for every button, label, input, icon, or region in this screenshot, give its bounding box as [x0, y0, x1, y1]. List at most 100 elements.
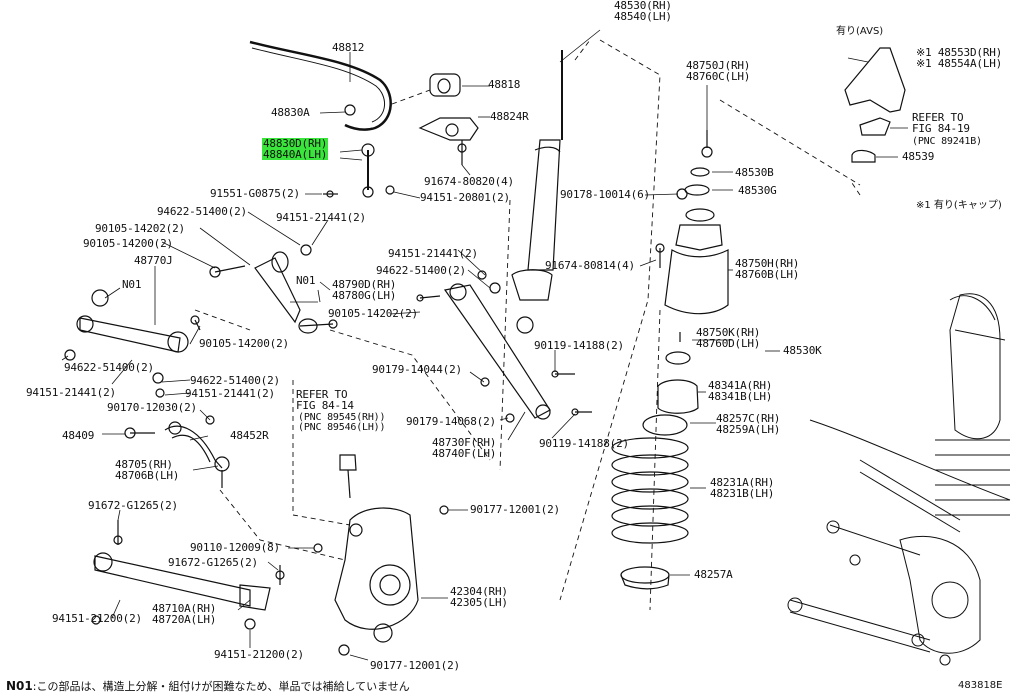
part-callout-90105-14200-b[interactable]: 90105-14200(2)	[199, 338, 289, 349]
part-callout-48553d[interactable]: ※1 48553D(RH)※1 48554A(LH)	[916, 47, 1002, 69]
part-callout-94151-20801[interactable]: 94151-20801(2)	[420, 192, 510, 203]
part-callout-48790d[interactable]: 48790D(RH)48780G(LH)	[332, 279, 396, 301]
part-callout-94151-21200-b[interactable]: 94151-21200(2)	[214, 649, 304, 660]
part-callout-48818[interactable]: 48818	[488, 79, 520, 90]
part-callout-n01-b[interactable]: N01	[296, 275, 315, 286]
part-callout-90105-14202-b[interactable]: 90105-14202(2)	[328, 308, 418, 319]
part-callout-48231a[interactable]: 48231A(RH)48231B(LH)	[710, 477, 774, 499]
part-callout-48730f[interactable]: 48730F(RH)48740F(LH)	[432, 437, 496, 459]
callout-line: 48530G	[738, 184, 777, 197]
part-callout-90177-b[interactable]: 90177-12001(2)	[370, 660, 460, 671]
part-callout-n01-a[interactable]: N01	[122, 279, 141, 290]
part-callout-91672-a[interactable]: 91672-G1265(2)	[88, 500, 178, 511]
part-callout-48452r[interactable]: 48452R	[230, 430, 269, 441]
part-callout-94622-d[interactable]: 94622-51400(2)	[190, 375, 280, 386]
part-callout-48409[interactable]: 48409	[62, 430, 94, 441]
callout-line: ※1 48553D(RH)	[916, 46, 1003, 59]
part-callout-48530[interactable]: 48530(RH)48540(LH)	[614, 0, 672, 22]
part-callout-42304[interactable]: 42304(RH)42305(LH)	[450, 586, 508, 608]
footer-code: N01	[6, 679, 33, 693]
part-callout-94622-a[interactable]: 94622-51400(2)	[157, 206, 247, 217]
callout-line: (PNC 89546(LH))	[298, 422, 386, 433]
callout-line: 90105-14202(2)	[95, 222, 185, 235]
knuckle-icon	[334, 507, 419, 643]
part-callout-90170[interactable]: 90170-12030(2)	[107, 402, 197, 413]
callout-line: 91674-80814(4)	[545, 259, 635, 272]
callout-line: 90178-10014(6)	[560, 188, 650, 201]
callout-line: 48710A(RH)	[152, 602, 217, 615]
part-callout-pnc89241[interactable]: (PNC 89241B)	[912, 137, 982, 147]
part-callout-48710a[interactable]: 48710A(RH)48720A(LH)	[152, 603, 216, 625]
part-callout-94151-21200-a[interactable]: 94151-21200(2)	[52, 613, 142, 624]
part-callout-90119-a[interactable]: 90119-14188(2)	[534, 340, 624, 351]
callout-line: 94622-51400(2)	[157, 205, 247, 218]
callout-line: (PNC 89545(RH))	[298, 412, 386, 423]
part-callout-90179-14044[interactable]: 90179-14044(2)	[372, 364, 462, 375]
callout-line: 48824R	[490, 110, 529, 123]
part-callout-90178[interactable]: 90178-10014(6)	[560, 189, 650, 200]
part-callout-48750h[interactable]: 48750H(RH)48760B(LH)	[735, 258, 799, 280]
stabilizer-bar	[249, 40, 392, 131]
callout-line: 48730F(RH)	[432, 436, 497, 449]
callout-line: 91672-G1265(2)	[88, 499, 178, 512]
part-callout-94151-21441-d[interactable]: 94151-21441(2)	[185, 388, 275, 399]
callout-line: 48341B(LH)	[708, 390, 773, 403]
part-callout-48750j[interactable]: 48750J(RH)48760C(LH)	[686, 60, 750, 82]
part-callout-90110[interactable]: 90110-12009(8)	[190, 542, 280, 553]
callout-line: 94622-51400(2)	[376, 264, 466, 277]
callout-line: 90177-12001(2)	[370, 659, 460, 672]
part-callout-48257a[interactable]: 48257A	[694, 569, 733, 580]
callout-line: 48452R	[230, 429, 269, 442]
part-callout-91551[interactable]: 91551-G0875(2)	[210, 188, 300, 199]
part-callout-94151-21441-a[interactable]: 94151-21441(2)	[276, 212, 366, 223]
part-callout-90177-a[interactable]: 90177-12001(2)	[470, 504, 560, 515]
part-callout-48830d[interactable]: 48830D(RH)48840A(LH)	[262, 138, 329, 160]
callout-line: 90119-14188(2)	[539, 437, 629, 450]
part-callout-94151-21441-b[interactable]: 94151-21441(2)	[388, 248, 478, 259]
part-callout-48530g[interactable]: 48530G	[738, 185, 777, 196]
callout-line: 94151-20801(2)	[420, 191, 510, 204]
callout-line: 90105-14202(2)	[328, 307, 418, 320]
callout-line: 48790D(RH)	[332, 278, 397, 291]
callout-line: 48760D(LH)	[696, 337, 761, 350]
part-callout-94622-b[interactable]: 94622-51400(2)	[376, 265, 466, 276]
part-callout-91674-80820[interactable]: 91674-80820(4)	[424, 176, 514, 187]
callout-line: FIG 84-14	[296, 399, 354, 412]
callout-line: 42304(RH)	[450, 585, 508, 598]
strut-mount-icon	[664, 208, 729, 315]
footer-note: N01:この部品は、構造上分解・組付けが困難なため、単品では補給していません	[6, 678, 410, 694]
callout-line: 48706B(LH)	[115, 469, 180, 482]
part-callout-90119-b[interactable]: 90119-14188(2)	[539, 438, 629, 449]
part-callout-48341a[interactable]: 48341A(RH)48341B(LH)	[708, 380, 772, 402]
part-callout-48770j[interactable]: 48770J	[134, 255, 173, 266]
part-callout-91672-b[interactable]: 91672-G1265(2)	[168, 557, 258, 568]
part-callout-pnc89545[interactable]: (PNC 89545(RH))(PNC 89546(LH))	[298, 412, 386, 433]
part-callout-48750k[interactable]: 48750K(RH)48760D(LH)	[696, 327, 760, 349]
part-callout-48257c[interactable]: 48257C(RH)48259A(LH)	[716, 413, 780, 435]
part-callout-48705[interactable]: 48705(RH)48706B(LH)	[115, 459, 179, 481]
part-callout-48530k[interactable]: 48530K	[783, 345, 822, 356]
callout-line: (PNC 89241B)	[912, 136, 982, 147]
callout-line: 94151-21200(2)	[52, 612, 142, 625]
callout-line: 48257A	[694, 568, 733, 581]
callout-line: 90105-14200(2)	[199, 337, 289, 350]
part-callout-48824r[interactable]: 48824R	[490, 111, 529, 122]
callout-line: 48539	[902, 150, 935, 163]
callout-line: 48760C(LH)	[686, 70, 751, 83]
part-callout-48812[interactable]: 48812	[332, 42, 364, 53]
part-callout-48530b[interactable]: 48530B	[735, 167, 774, 178]
part-callout-48539[interactable]: 48539	[902, 151, 934, 162]
part-callout-91674-80814[interactable]: 91674-80814(4)	[545, 260, 635, 271]
part-callout-48830a[interactable]: 48830A	[271, 107, 310, 118]
callout-line: 48259A(LH)	[716, 423, 781, 436]
callout-line: 94151-21441(2)	[185, 387, 275, 400]
callout-line: 91674-80820(4)	[424, 175, 514, 188]
part-callout-94622-c[interactable]: 94622-51400(2)	[64, 362, 154, 373]
part-callout-94151-21441-c[interactable]: 94151-21441(2)	[26, 387, 116, 398]
part-callout-90179-14068[interactable]: 90179-14068(2)	[406, 416, 496, 427]
part-callout-90105-14202-a[interactable]: 90105-14202(2)	[95, 223, 185, 234]
part-callout-90105-14200-a[interactable]: 90105-14200(2)	[83, 238, 173, 249]
